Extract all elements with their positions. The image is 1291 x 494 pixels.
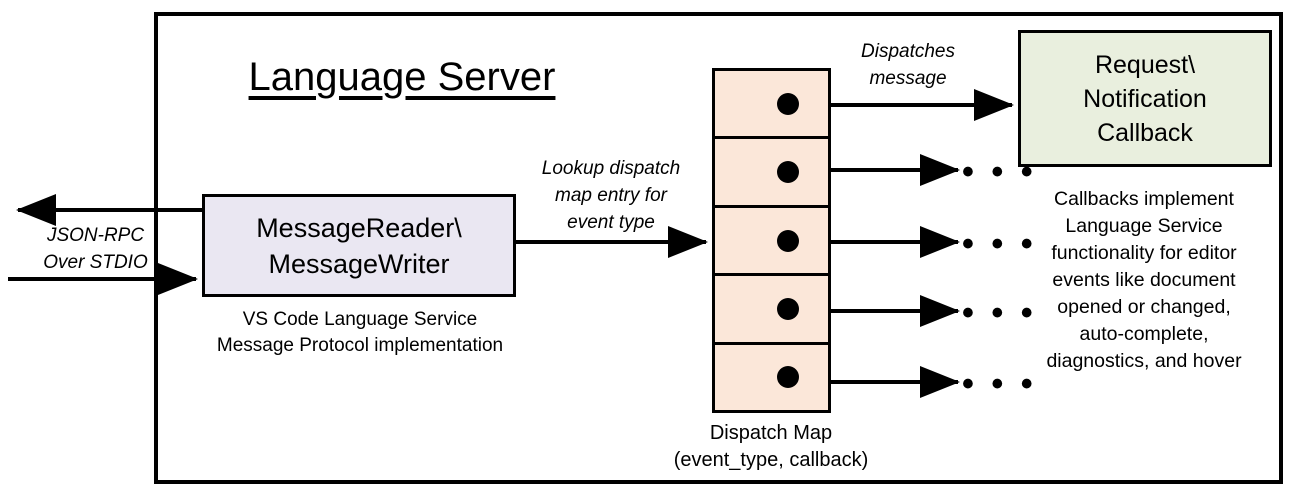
callback-caption-line-3: functionality for editor [1051, 242, 1237, 264]
message-reader-writer-title-line-2: MessageWriter [268, 248, 450, 279]
callback-description: Callbacks implement Language Service fun… [1008, 186, 1280, 375]
dispatches-message-label: Dispatches message [828, 38, 988, 92]
callback-caption-line-6: auto-complete, [1079, 323, 1209, 345]
ellipsis-row-4: • • • [962, 294, 1037, 332]
dispatch-map-row-5[interactable] [715, 345, 828, 410]
jsonrpc-transport-label: JSON-RPC Over STDIO [18, 222, 173, 276]
ellipsis-row-5: • • • [962, 365, 1037, 403]
message-reader-writer-box[interactable]: MessageReader\ MessageWriter [202, 194, 516, 297]
page-title: Language Server [248, 55, 556, 99]
message-reader-writer-caption-line-2: Message Protocol implementation [216, 335, 504, 356]
dispatch-map-row-4[interactable] [715, 276, 828, 345]
lookup-label-line-1: Lookup dispatch [541, 158, 681, 179]
dispatch-map-table[interactable] [712, 68, 831, 413]
callback-title-line-1: Request\ [1094, 50, 1196, 79]
ellipsis-row-3: • • • [962, 225, 1037, 263]
lookup-dispatch-label: Lookup dispatch map entry for event type [518, 155, 704, 236]
callback-title-line-3: Callback [1097, 118, 1193, 147]
dispatch-map-caption: Dispatch Map (event_type, callback) [640, 420, 902, 474]
callback-caption-line-5: opened or changed, [1057, 296, 1231, 318]
dispatch-map-row-2[interactable] [715, 139, 828, 208]
dispatch-map-caption-line-2: (event_type, callback) [673, 449, 869, 471]
jsonrpc-label-line-1: JSON-RPC [46, 225, 145, 246]
lookup-label-line-3: event type [567, 212, 655, 233]
message-reader-writer-caption: VS Code Language Service Message Protoco… [180, 307, 540, 359]
callback-caption-line-4: events like document [1052, 269, 1236, 291]
message-reader-writer-title-line-1: MessageReader\ [256, 212, 462, 243]
callback-caption-line-2: Language Service [1065, 215, 1223, 237]
jsonrpc-label-line-2: Over STDIO [43, 252, 148, 273]
dispatches-label-line-2: message [869, 68, 947, 89]
callback-pointer-dot-icon [777, 366, 799, 389]
callback-title-line-2: Notification [1083, 84, 1207, 113]
dispatch-map-row-3[interactable] [715, 208, 828, 277]
message-reader-writer-caption-line-1: VS Code Language Service [242, 309, 478, 330]
callback-pointer-dot-icon [777, 229, 799, 252]
lookup-label-line-2: map entry for [555, 185, 667, 206]
callback-caption-line-1: Callbacks implement [1054, 188, 1234, 210]
request-notification-callback-box[interactable]: Request\ Notification Callback [1018, 30, 1272, 167]
language-server-frame [154, 12, 1283, 484]
callback-pointer-dot-icon [777, 297, 799, 320]
dispatch-map-row-1[interactable] [715, 71, 828, 140]
dispatches-label-line-1: Dispatches [861, 41, 955, 62]
callback-caption-line-7: diagnostics, and hover [1046, 350, 1242, 372]
callback-pointer-dot-icon [777, 161, 799, 184]
callback-pointer-dot-icon [777, 92, 799, 115]
dispatch-map-caption-line-1: Dispatch Map [709, 422, 833, 444]
